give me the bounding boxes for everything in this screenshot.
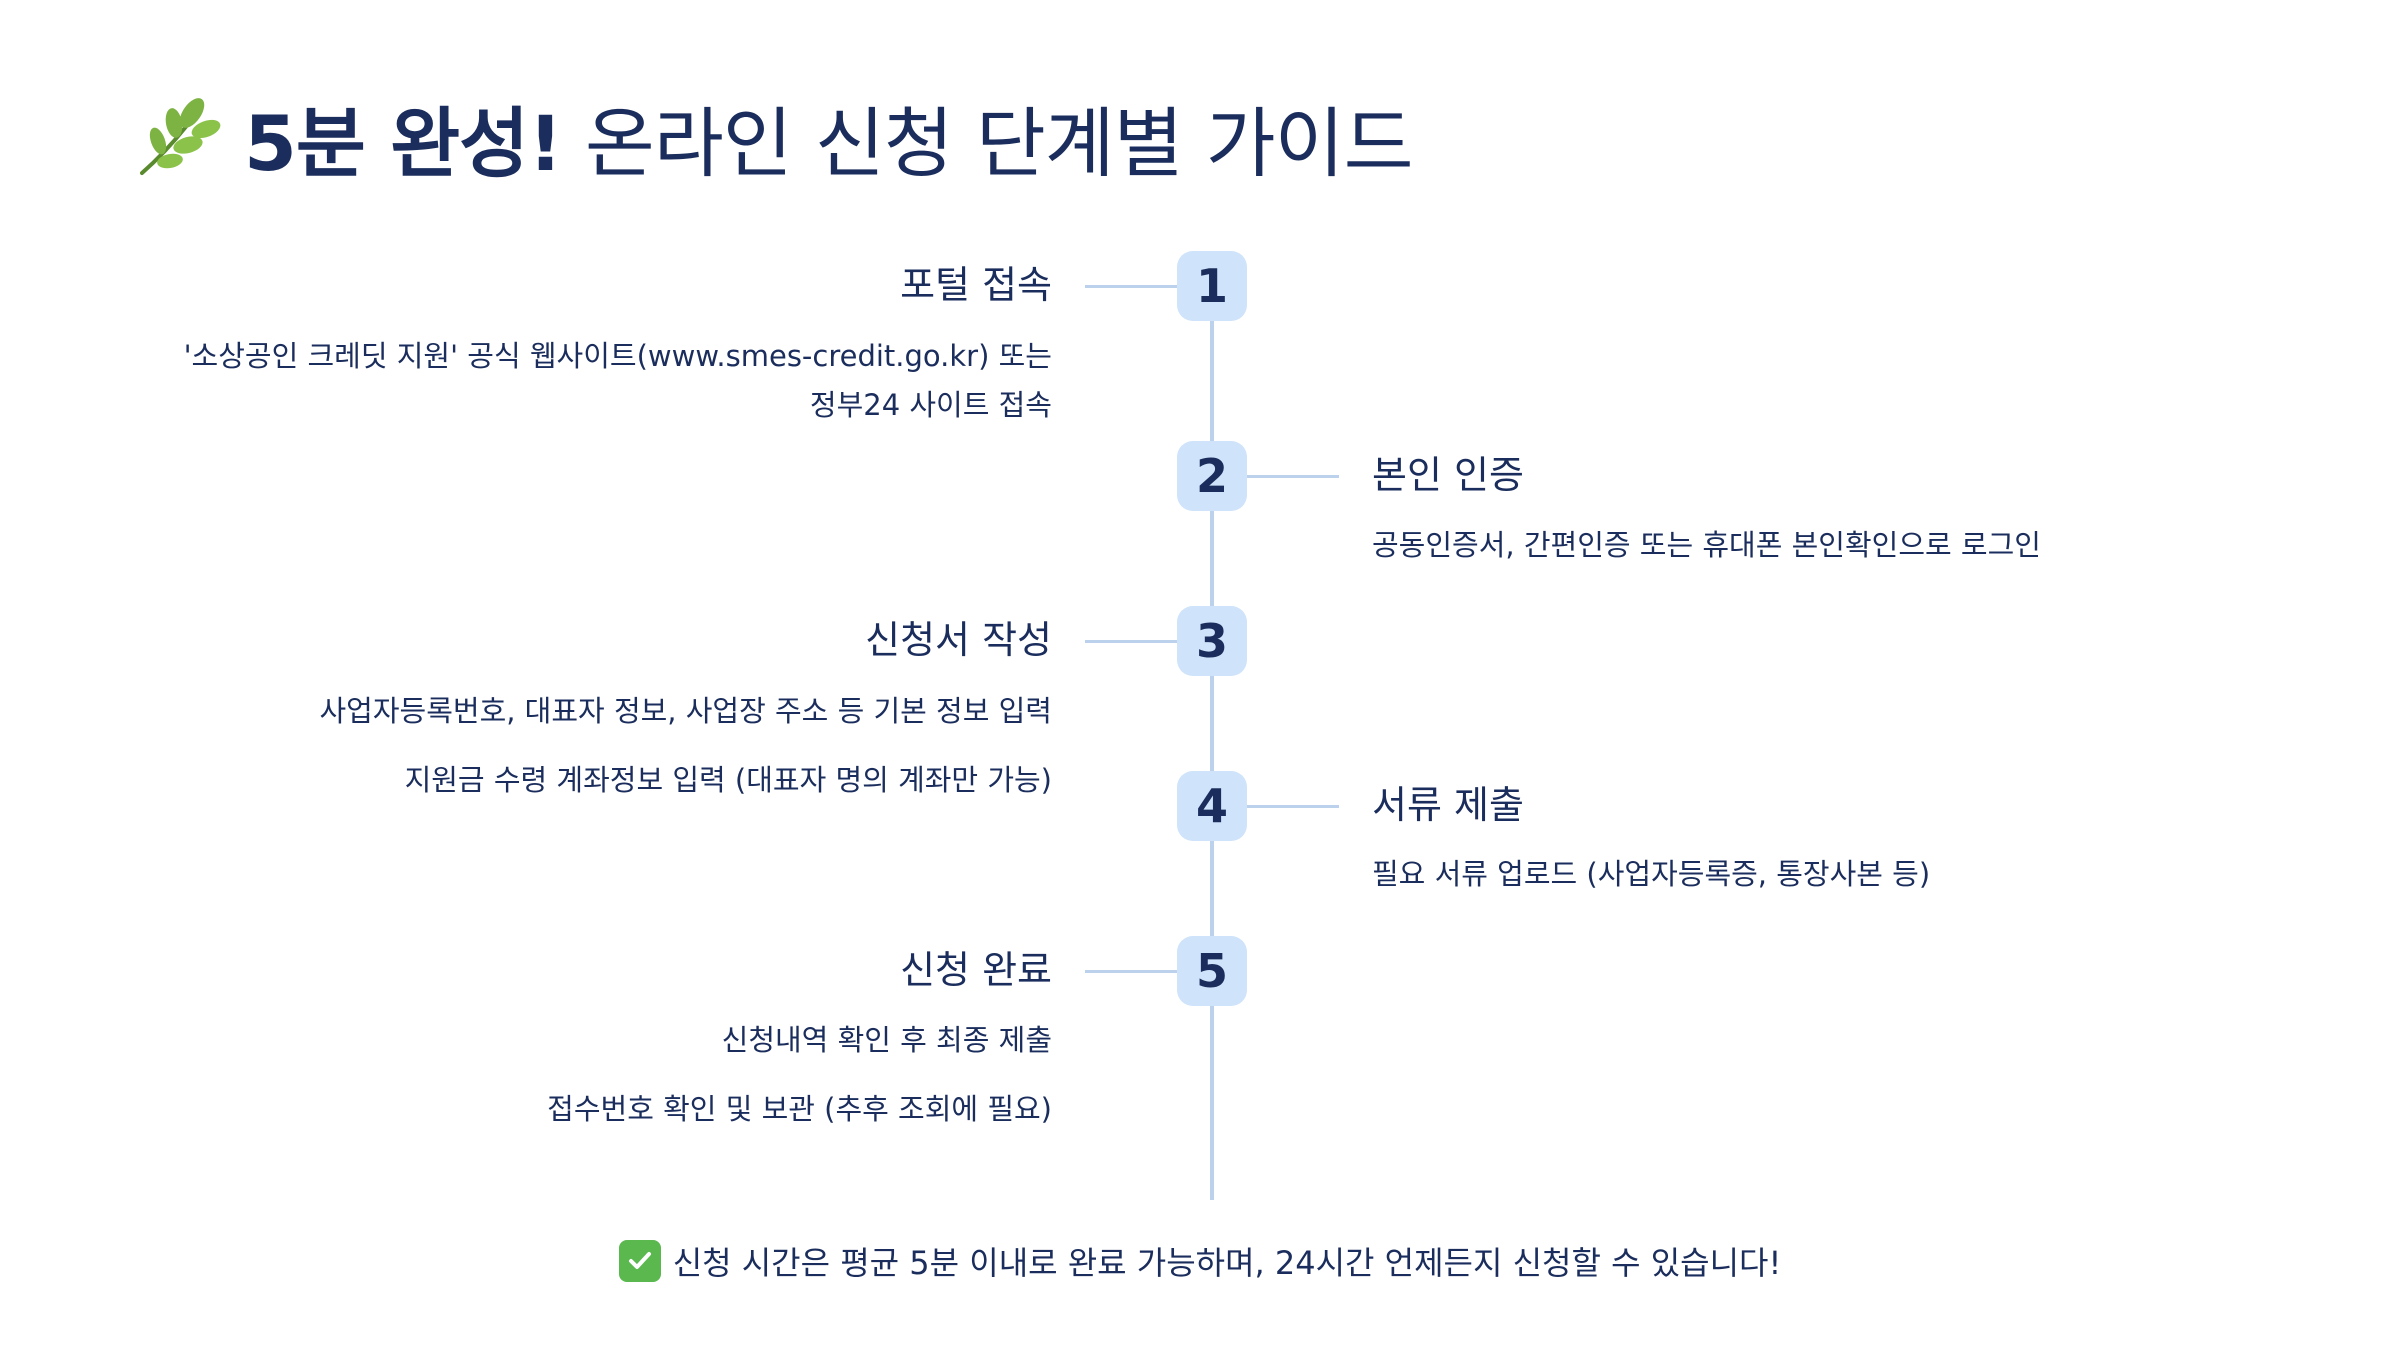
- step-4-badge: 4: [1177, 771, 1247, 841]
- step-4-desc-line-1: 필요 서류 업로드 (사업자등록증, 통장사본 등): [1372, 857, 1931, 891]
- step-5-desc-line-1: 신청내역 확인 후 최종 제출: [721, 1023, 1052, 1057]
- timeline-line: [1210, 252, 1214, 1200]
- step-2-connector: [1247, 475, 1339, 478]
- step-5-badge: 5: [1177, 936, 1247, 1006]
- page-title: 5분 완성! 온라인 신청 단계별 가이드: [128, 82, 1414, 192]
- step-5-title: 신청 완료: [900, 948, 1052, 992]
- step-3-title: 신청서 작성: [865, 618, 1052, 662]
- title-text: 5분 완성! 온라인 신청 단계별 가이드: [244, 82, 1414, 192]
- step-5-desc-line-2: 접수번호 확인 및 보관 (추후 조회에 필요): [547, 1092, 1052, 1126]
- step-4-connector: [1247, 805, 1339, 808]
- footer-text: 신청 시간은 평균 5분 이내로 완료 가능하며, 24시간 언제든지 신청할 …: [672, 1244, 1782, 1282]
- step-3-connector: [1085, 640, 1177, 643]
- step-4-title: 서류 제출: [1372, 783, 1524, 827]
- step-2-title: 본인 인증: [1372, 453, 1524, 497]
- step-3-badge: 3: [1177, 606, 1247, 676]
- step-1-badge: 1: [1177, 251, 1247, 321]
- herb-icon: [140, 98, 221, 175]
- title-rest: 온라인 신청 단계별 가이드: [561, 99, 1414, 188]
- title-strong: 5분 완성!: [244, 99, 563, 188]
- footer-note: 신청 시간은 평균 5분 이내로 완료 가능하며, 24시간 언제든지 신청할 …: [0, 1238, 2400, 1284]
- step-3-desc-line-1: 사업자등록번호, 대표자 정보, 사업장 주소 등 기본 정보 입력: [319, 694, 1052, 728]
- step-1-desc-line-2: 정부24 사이트 접속: [809, 388, 1052, 422]
- step-2-badge: 2: [1177, 441, 1247, 511]
- step-5-connector: [1085, 970, 1177, 973]
- step-1-connector: [1085, 285, 1177, 288]
- step-1-title: 포털 접속: [900, 263, 1052, 307]
- step-2-desc-line-1: 공동인증서, 간편인증 또는 휴대폰 본인확인으로 로그인: [1372, 528, 2041, 562]
- step-1-desc-line-1: '소상공인 크레딧 지원' 공식 웹사이트(www.smes-credit.go…: [183, 339, 1052, 373]
- step-3-desc-line-2: 지원금 수령 계좌정보 입력 (대표자 명의 계좌만 가능): [404, 763, 1052, 797]
- check-mark-icon: [618, 1240, 661, 1282]
